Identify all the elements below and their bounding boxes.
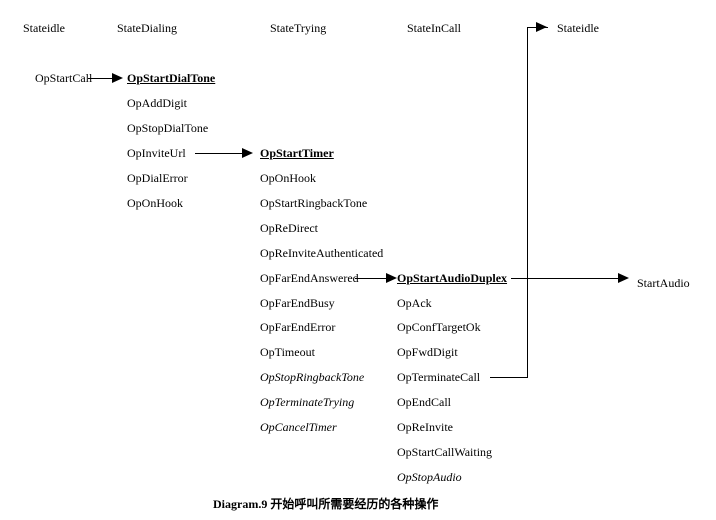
connector-return-to-stateidle-arrowhead — [536, 22, 547, 32]
op-item-opadddigit: OpAddDigit — [127, 96, 187, 110]
op-item-opfarenderror: OpFarEndError — [260, 320, 336, 334]
op-item-opterminatetrying: OpTerminateTrying — [260, 395, 355, 409]
column-header-statedialing: StateDialing — [117, 21, 177, 35]
op-item-opdialerror: OpDialError — [127, 171, 188, 185]
connector-farendanswered-to-audioduplex-arrowhead — [386, 273, 397, 283]
column-header-statetrying: StateTrying — [270, 21, 327, 35]
connector-terminatecall-to-vertical-line — [490, 377, 528, 378]
op-item-opstartdialtone: OpStartDialTone — [127, 71, 216, 85]
connector-startcall-to-dialtone-line — [88, 78, 114, 79]
connector-return-vertical-line — [527, 27, 528, 377]
connector-inviteurl-to-starttimer-line — [195, 153, 243, 154]
connector-startcall-to-dialtone-arrowhead — [112, 73, 123, 83]
op-item-opinviteurl: OpInviteUrl — [127, 146, 186, 160]
op-item-opreinviteauthenticated: OpReInviteAuthenticated — [260, 246, 384, 260]
op-item-opendcall: OpEndCall — [397, 395, 451, 409]
op-item-opfarendanswered: OpFarEndAnswered — [260, 271, 359, 285]
connector-audioduplex-to-startaudio-line — [511, 278, 619, 279]
op-item-opcanceltimer: OpCancelTimer — [260, 420, 337, 434]
start-audio-label: StartAudio — [637, 276, 690, 290]
op-item-oponhook-trying: OpOnHook — [260, 171, 316, 185]
op-item-opstartringbacktone: OpStartRingbackTone — [260, 196, 368, 210]
op-item-oponhook-dialing: OpOnHook — [127, 196, 183, 210]
op-item-opstopaudio: OpStopAudio — [397, 470, 462, 484]
column-header-stateidle: Stateidle — [23, 21, 65, 35]
op-item-opstopdialtone: OpStopDialTone — [127, 121, 209, 135]
diagram-caption: Diagram.9 开始呼叫所需要经历的各种操作 — [213, 497, 439, 511]
column-header-stateidle-return: Stateidle — [557, 21, 599, 35]
op-item-opfarendbusy: OpFarEndBusy — [260, 296, 335, 310]
op-item-opfwddigit: OpFwdDigit — [397, 345, 458, 359]
op-item-opstopringbacktone: OpStopRingbackTone — [260, 370, 365, 384]
op-item-opstartcall: OpStartCall — [35, 71, 93, 85]
op-item-opstarttimer: OpStartTimer — [260, 146, 334, 160]
op-item-opredirect: OpReDirect — [260, 221, 318, 235]
connector-audioduplex-to-startaudio-arrowhead — [618, 273, 629, 283]
op-item-opstartcallwaiting: OpStartCallWaiting — [397, 445, 493, 459]
op-item-opterminatecall: OpTerminateCall — [397, 370, 481, 384]
op-item-optimeout: OpTimeout — [260, 345, 315, 359]
connector-inviteurl-to-starttimer-arrowhead — [242, 148, 253, 158]
op-item-opack: OpAck — [397, 296, 432, 310]
op-item-opstartaudioduplex: OpStartAudioDuplex — [397, 271, 508, 285]
op-item-opreinvite: OpReInvite — [397, 420, 453, 434]
column-header-stateincall: StateInCall — [407, 21, 461, 35]
connector-farendanswered-to-audioduplex-line — [355, 278, 387, 279]
op-item-opconftargetok: OpConfTargetOk — [397, 320, 481, 334]
